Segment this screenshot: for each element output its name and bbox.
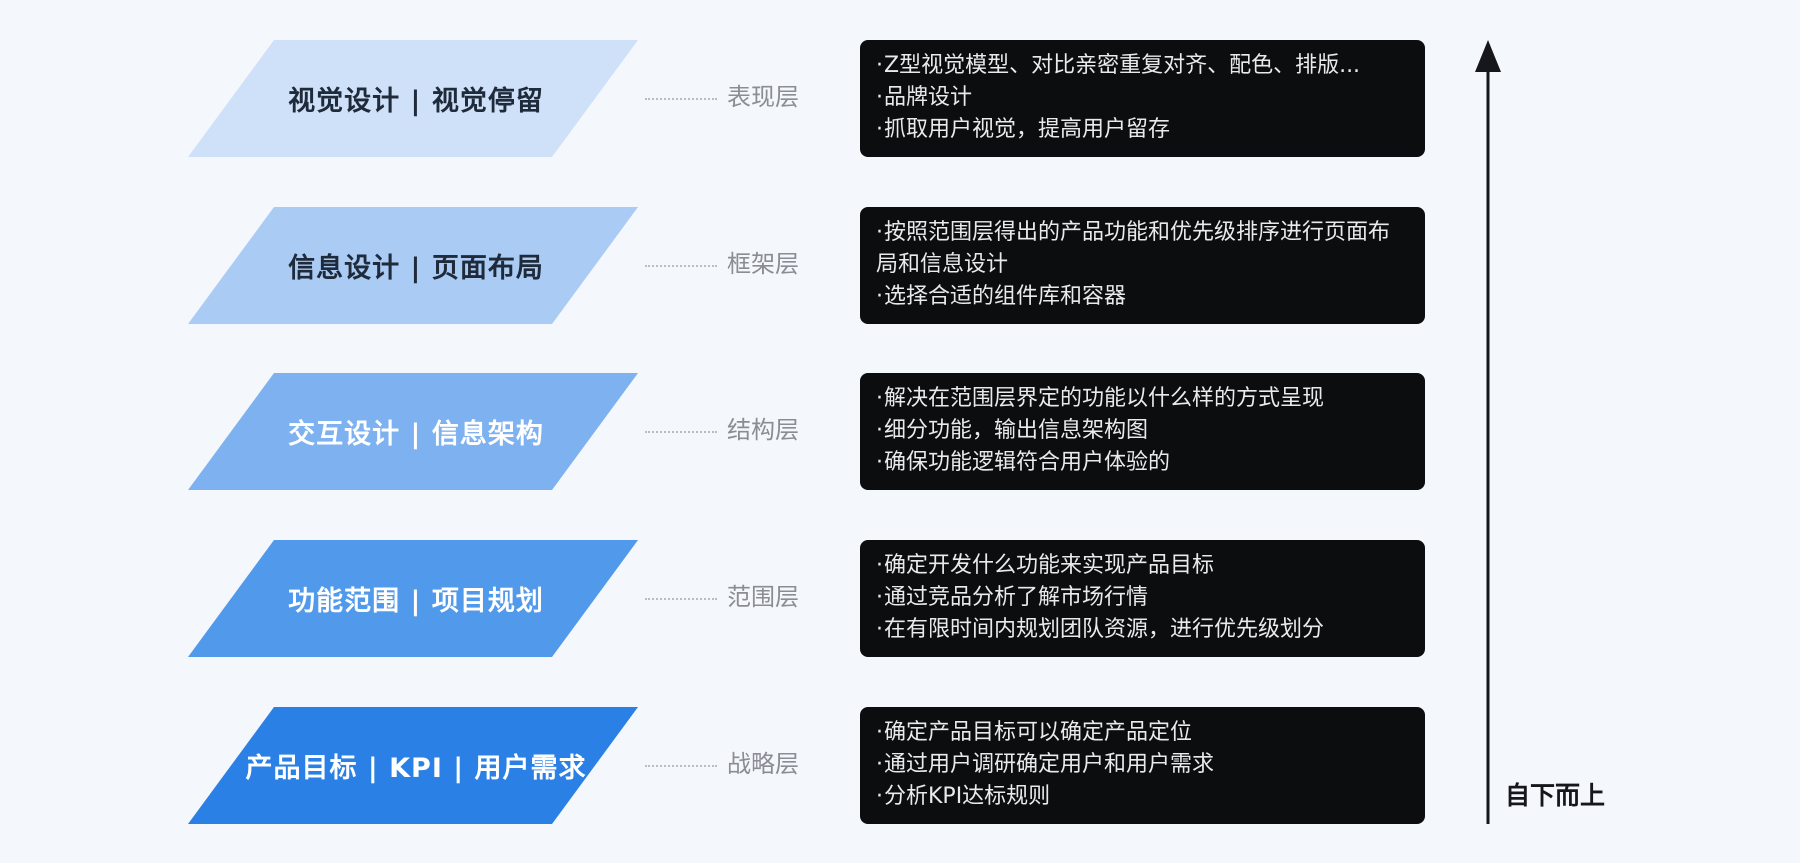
dotted-connector	[645, 98, 717, 100]
layer-title: 功能范围 | 项目规划	[288, 586, 544, 617]
layer-name: 表现层	[727, 83, 799, 111]
description-line: 通过用户调研确定用户和用户需求	[876, 749, 1407, 781]
layer-name: 结构层	[727, 416, 799, 444]
layer-name: 范围层	[727, 583, 799, 611]
dotted-connector	[645, 765, 717, 767]
layer-parallelogram: 产品目标 | KPI | 用户需求	[188, 707, 638, 824]
description-line: 确定开发什么功能来实现产品目标	[876, 550, 1407, 582]
layer-row: 信息设计 | 页面布局 框架层 按照范围层得出的产品功能和优先级排序进行页面布局和信…	[0, 207, 1800, 324]
layer-parallelogram: 交互设计 | 信息架构	[188, 373, 638, 490]
layer-description-box: 确定开发什么功能来实现产品目标通过竞品分析了解市场行情在有限时间内规划团队资源，…	[860, 540, 1425, 657]
bottom-up-arrow-icon	[1475, 40, 1501, 824]
dotted-connector	[645, 431, 717, 433]
description-line: 细分功能，输出信息架构图	[876, 415, 1407, 447]
layer-description-box: 按照范围层得出的产品功能和优先级排序进行页面布局和信息设计选择合适的组件库和容器	[860, 207, 1425, 324]
layer-row: 功能范围 | 项目规划 范围层 确定开发什么功能来实现产品目标通过竞品分析了解市场行…	[0, 540, 1800, 657]
layer-description-box: 确定产品目标可以确定产品定位通过用户调研确定用户和用户需求分析KPI达标规则	[860, 707, 1425, 824]
arrow-shaft	[1486, 68, 1490, 824]
dotted-connector	[645, 265, 717, 267]
layer-title: 视觉设计 | 视觉停留	[288, 86, 544, 117]
description-line: 解决在范围层界定的功能以什么样的方式呈现	[876, 383, 1407, 415]
description-line: Z型视觉模型、对比亲密重复对齐、配色、排版...	[876, 50, 1407, 82]
description-line: 选择合适的组件库和容器	[876, 281, 1407, 313]
description-line: 通过竞品分析了解市场行情	[876, 582, 1407, 614]
description-line: 确保功能逻辑符合用户体验的	[876, 447, 1407, 479]
layer-name: 框架层	[727, 250, 799, 278]
layer-parallelogram: 信息设计 | 页面布局	[188, 207, 638, 324]
description-line: 品牌设计	[876, 82, 1407, 114]
description-line: 在有限时间内规划团队资源，进行优先级划分	[876, 614, 1407, 646]
layer-name: 战略层	[727, 750, 799, 778]
description-line: 分析KPI达标规则	[876, 781, 1407, 813]
layer-description-box: Z型视觉模型、对比亲密重复对齐、配色、排版...品牌设计抓取用户视觉，提高用户留…	[860, 40, 1425, 157]
layer-title: 信息设计 | 页面布局	[288, 253, 544, 284]
description-line: 抓取用户视觉，提高用户留存	[876, 114, 1407, 146]
arrow-head	[1475, 40, 1501, 72]
layer-row: 产品目标 | KPI | 用户需求 战略层 确定产品目标可以确定产品定位通过用户调研…	[0, 707, 1800, 824]
description-line: 确定产品目标可以确定产品定位	[876, 717, 1407, 749]
layer-parallelogram: 功能范围 | 项目规划	[188, 540, 638, 657]
dotted-connector	[645, 598, 717, 600]
layer-row: 交互设计 | 信息架构 结构层 解决在范围层界定的功能以什么样的方式呈现细分功能，输…	[0, 373, 1800, 490]
layer-description-box: 解决在范围层界定的功能以什么样的方式呈现细分功能，输出信息架构图确保功能逻辑符合…	[860, 373, 1425, 490]
description-line: 按照范围层得出的产品功能和优先级排序进行页面布局和信息设计	[876, 217, 1407, 281]
layer-row: 视觉设计 | 视觉停留 表现层 Z型视觉模型、对比亲密重复对齐、配色、排版...品牌…	[0, 40, 1800, 157]
layer-title: 交互设计 | 信息架构	[288, 419, 544, 450]
direction-label: 自下而上	[1505, 781, 1606, 810]
layer-title: 产品目标 | KPI | 用户需求	[245, 753, 587, 784]
layer-parallelogram: 视觉设计 | 视觉停留	[188, 40, 638, 157]
